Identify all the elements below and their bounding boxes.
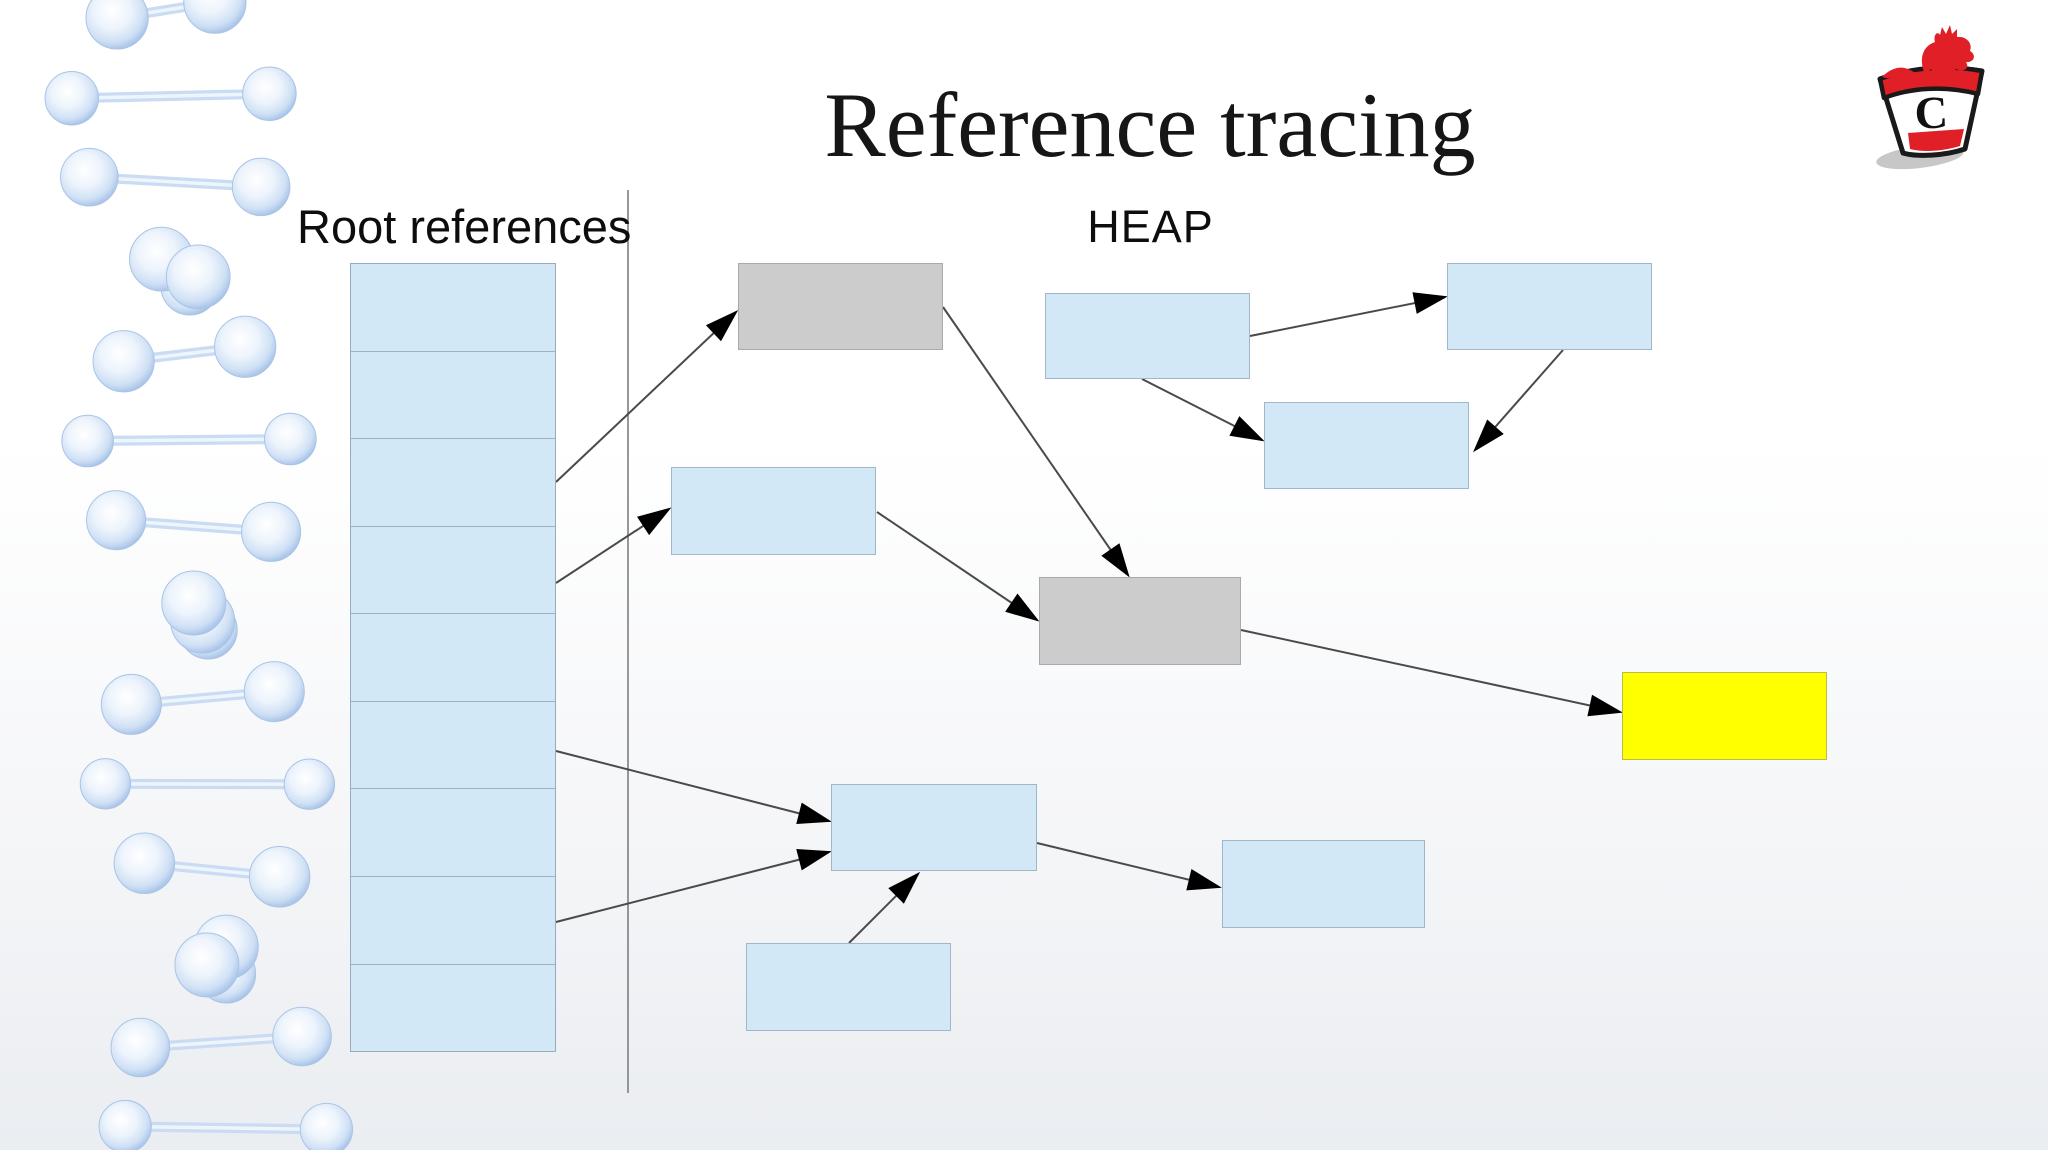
edge-heap-node-blue-lower-mid-to-heap-node-blue-lower-right bbox=[1036, 842, 1222, 891]
conference-logo: C bbox=[1876, 25, 1985, 170]
logo-bucket-bottom-band bbox=[1908, 129, 1964, 151]
edge-heap-node-blue-mid-left-to-heap-node-gray-center bbox=[876, 511, 1040, 622]
root-stack-cell-9 bbox=[351, 965, 555, 1052]
edge-heap-node-blue-top-right-to-heap-node-blue-right-mid bbox=[1473, 349, 1564, 453]
edges-group bbox=[555, 190, 1623, 1093]
page-title: Reference tracing bbox=[824, 74, 1476, 176]
root-stack bbox=[350, 263, 556, 1052]
edge-root-cell-6-to-heap-node-blue-lower-mid bbox=[555, 750, 832, 824]
root-stack-cell-2 bbox=[351, 352, 555, 440]
root-stack-cell-8 bbox=[351, 877, 555, 965]
edge-root-cell-8-to-heap-node-blue-lower-mid bbox=[555, 849, 832, 923]
root-stack-cell-6 bbox=[351, 702, 555, 790]
logo-letter: C bbox=[1913, 86, 1949, 139]
logo-splash-crown bbox=[1921, 25, 1974, 74]
edge-heap-node-blue-top-mid-to-heap-node-blue-top-right bbox=[1249, 292, 1448, 337]
root-stack-cell-1 bbox=[351, 264, 555, 352]
edge-heap-node-blue-bottom-to-heap-node-blue-lower-mid bbox=[848, 871, 921, 944]
root-stack-cell-7 bbox=[351, 789, 555, 877]
edge-heap-node-gray-top-to-heap-node-gray-center bbox=[942, 306, 1130, 578]
root-stack-cell-5 bbox=[351, 614, 555, 702]
root-stack-cell-3 bbox=[351, 439, 555, 527]
edge-heap-node-gray-center-to-heap-node-yellow bbox=[1240, 629, 1623, 717]
root-references-label: Root references bbox=[297, 200, 632, 253]
edge-root-cell-3-to-heap-node-gray-top bbox=[555, 309, 739, 483]
heap-label: HEAP bbox=[1087, 201, 1214, 252]
edge-root-cell-4-to-heap-node-blue-mid-left bbox=[555, 507, 672, 584]
dna-helix-group bbox=[44, 0, 354, 1150]
dna-helix-decoration bbox=[44, 0, 354, 1150]
edge-heap-node-blue-top-mid-to-heap-node-blue-right-mid bbox=[1141, 378, 1265, 442]
root-stack-cell-4 bbox=[351, 527, 555, 615]
logo-paint-wave bbox=[1882, 67, 1935, 81]
